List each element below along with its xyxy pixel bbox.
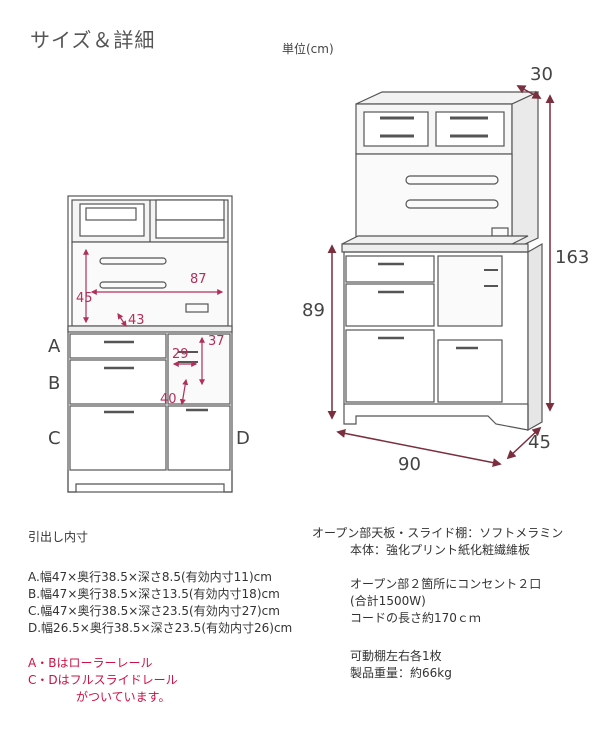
small-cabinet xyxy=(67,195,233,493)
large-drawer-b xyxy=(345,283,435,327)
dim-label-90: 90 xyxy=(398,454,421,475)
unit-label: 単位(cm) xyxy=(282,42,334,56)
drawer-c xyxy=(69,405,167,471)
small-cabinet-base xyxy=(67,470,233,493)
dim-label-43: 43 xyxy=(128,313,145,328)
dim-label-29: 29 xyxy=(172,347,189,362)
spec-line-6: コードの長さ約170ｃｍ xyxy=(350,611,481,625)
drawer-letter-b: B xyxy=(48,373,61,394)
large-cabinet xyxy=(341,91,543,432)
large-counter-top xyxy=(341,235,529,245)
drawer-letter-a: A xyxy=(48,336,61,357)
small-cabinet-frame xyxy=(67,195,233,493)
dim-label-40: 40 xyxy=(160,392,177,407)
dim-label-30: 30 xyxy=(530,64,553,85)
hutch-door-right-top xyxy=(155,199,225,221)
drawer-letter-c: C xyxy=(48,428,61,449)
dim-arrow-43 xyxy=(117,313,127,327)
large-drawer-c xyxy=(345,329,435,403)
drawer-a xyxy=(69,333,167,359)
dim-arrow-30 xyxy=(516,85,542,99)
large-open-section xyxy=(355,153,513,245)
large-slide-shelf xyxy=(437,255,503,327)
large-drawer-a xyxy=(345,255,435,283)
spec-line-2: 本体：強化プリント紙化粧繊維板 xyxy=(350,543,531,557)
dim-label-37: 37 xyxy=(208,334,225,349)
dim-label-163: 163 xyxy=(555,247,590,268)
dim-arrow-45-depth xyxy=(506,426,542,460)
spec-line-4: オープン部２箇所にコンセント２口 xyxy=(350,577,542,591)
dim-label-45-depth: 45 xyxy=(528,432,551,453)
rail-note-ab: A・Bはローラーレール xyxy=(28,656,153,670)
drawer-letter-d: D xyxy=(236,428,250,449)
dim-label-89: 89 xyxy=(302,300,325,321)
page-title: サイズ＆詳細 xyxy=(30,28,156,52)
drawer-dim-b: B.幅47×奥行38.5×深さ13.5(有効内寸18)cm xyxy=(28,587,280,601)
dim-label-45: 45 xyxy=(76,291,93,306)
drawer-dim-c: C.幅47×奥行38.5×深さ23.5(有効内寸27)cm xyxy=(28,604,280,618)
hutch-door-right-bottom xyxy=(155,219,225,239)
hutch-top-surface xyxy=(355,91,539,105)
counter-top xyxy=(67,325,233,333)
dim-label-87: 87 xyxy=(190,272,207,287)
spec-line-9: 製品重量：約66kg xyxy=(350,666,452,680)
large-cabinet-base xyxy=(343,404,529,431)
large-lower-side xyxy=(527,242,543,432)
drawer-d xyxy=(167,405,231,471)
drawer-dim-a: A.幅47×奥行38.5×深さ8.5(有効内寸11)cm xyxy=(28,570,272,584)
spec-line-5: (合計1500W) xyxy=(350,594,426,608)
hutch-side xyxy=(511,91,539,251)
rail-note-suffix: がついています。 xyxy=(76,690,171,704)
drawer-dim-d: D.幅26.5×奥行38.5×深さ23.5(有効内寸26)cm xyxy=(28,621,293,635)
dim-arrow-40 xyxy=(179,378,189,406)
large-drawer-d xyxy=(437,339,503,403)
spec-line-1: オープン部天板・スライド棚：ソフトメラミン xyxy=(312,526,564,540)
drawer-b xyxy=(69,359,167,405)
rail-note-cd: C・Dはフルスライドレール xyxy=(28,673,178,687)
dim-arrow-90 xyxy=(336,428,502,468)
outlet xyxy=(185,303,209,313)
spec-line-8: 可動棚左右各1枚 xyxy=(350,649,442,663)
drawers-heading: 引出し内寸 xyxy=(28,530,89,544)
